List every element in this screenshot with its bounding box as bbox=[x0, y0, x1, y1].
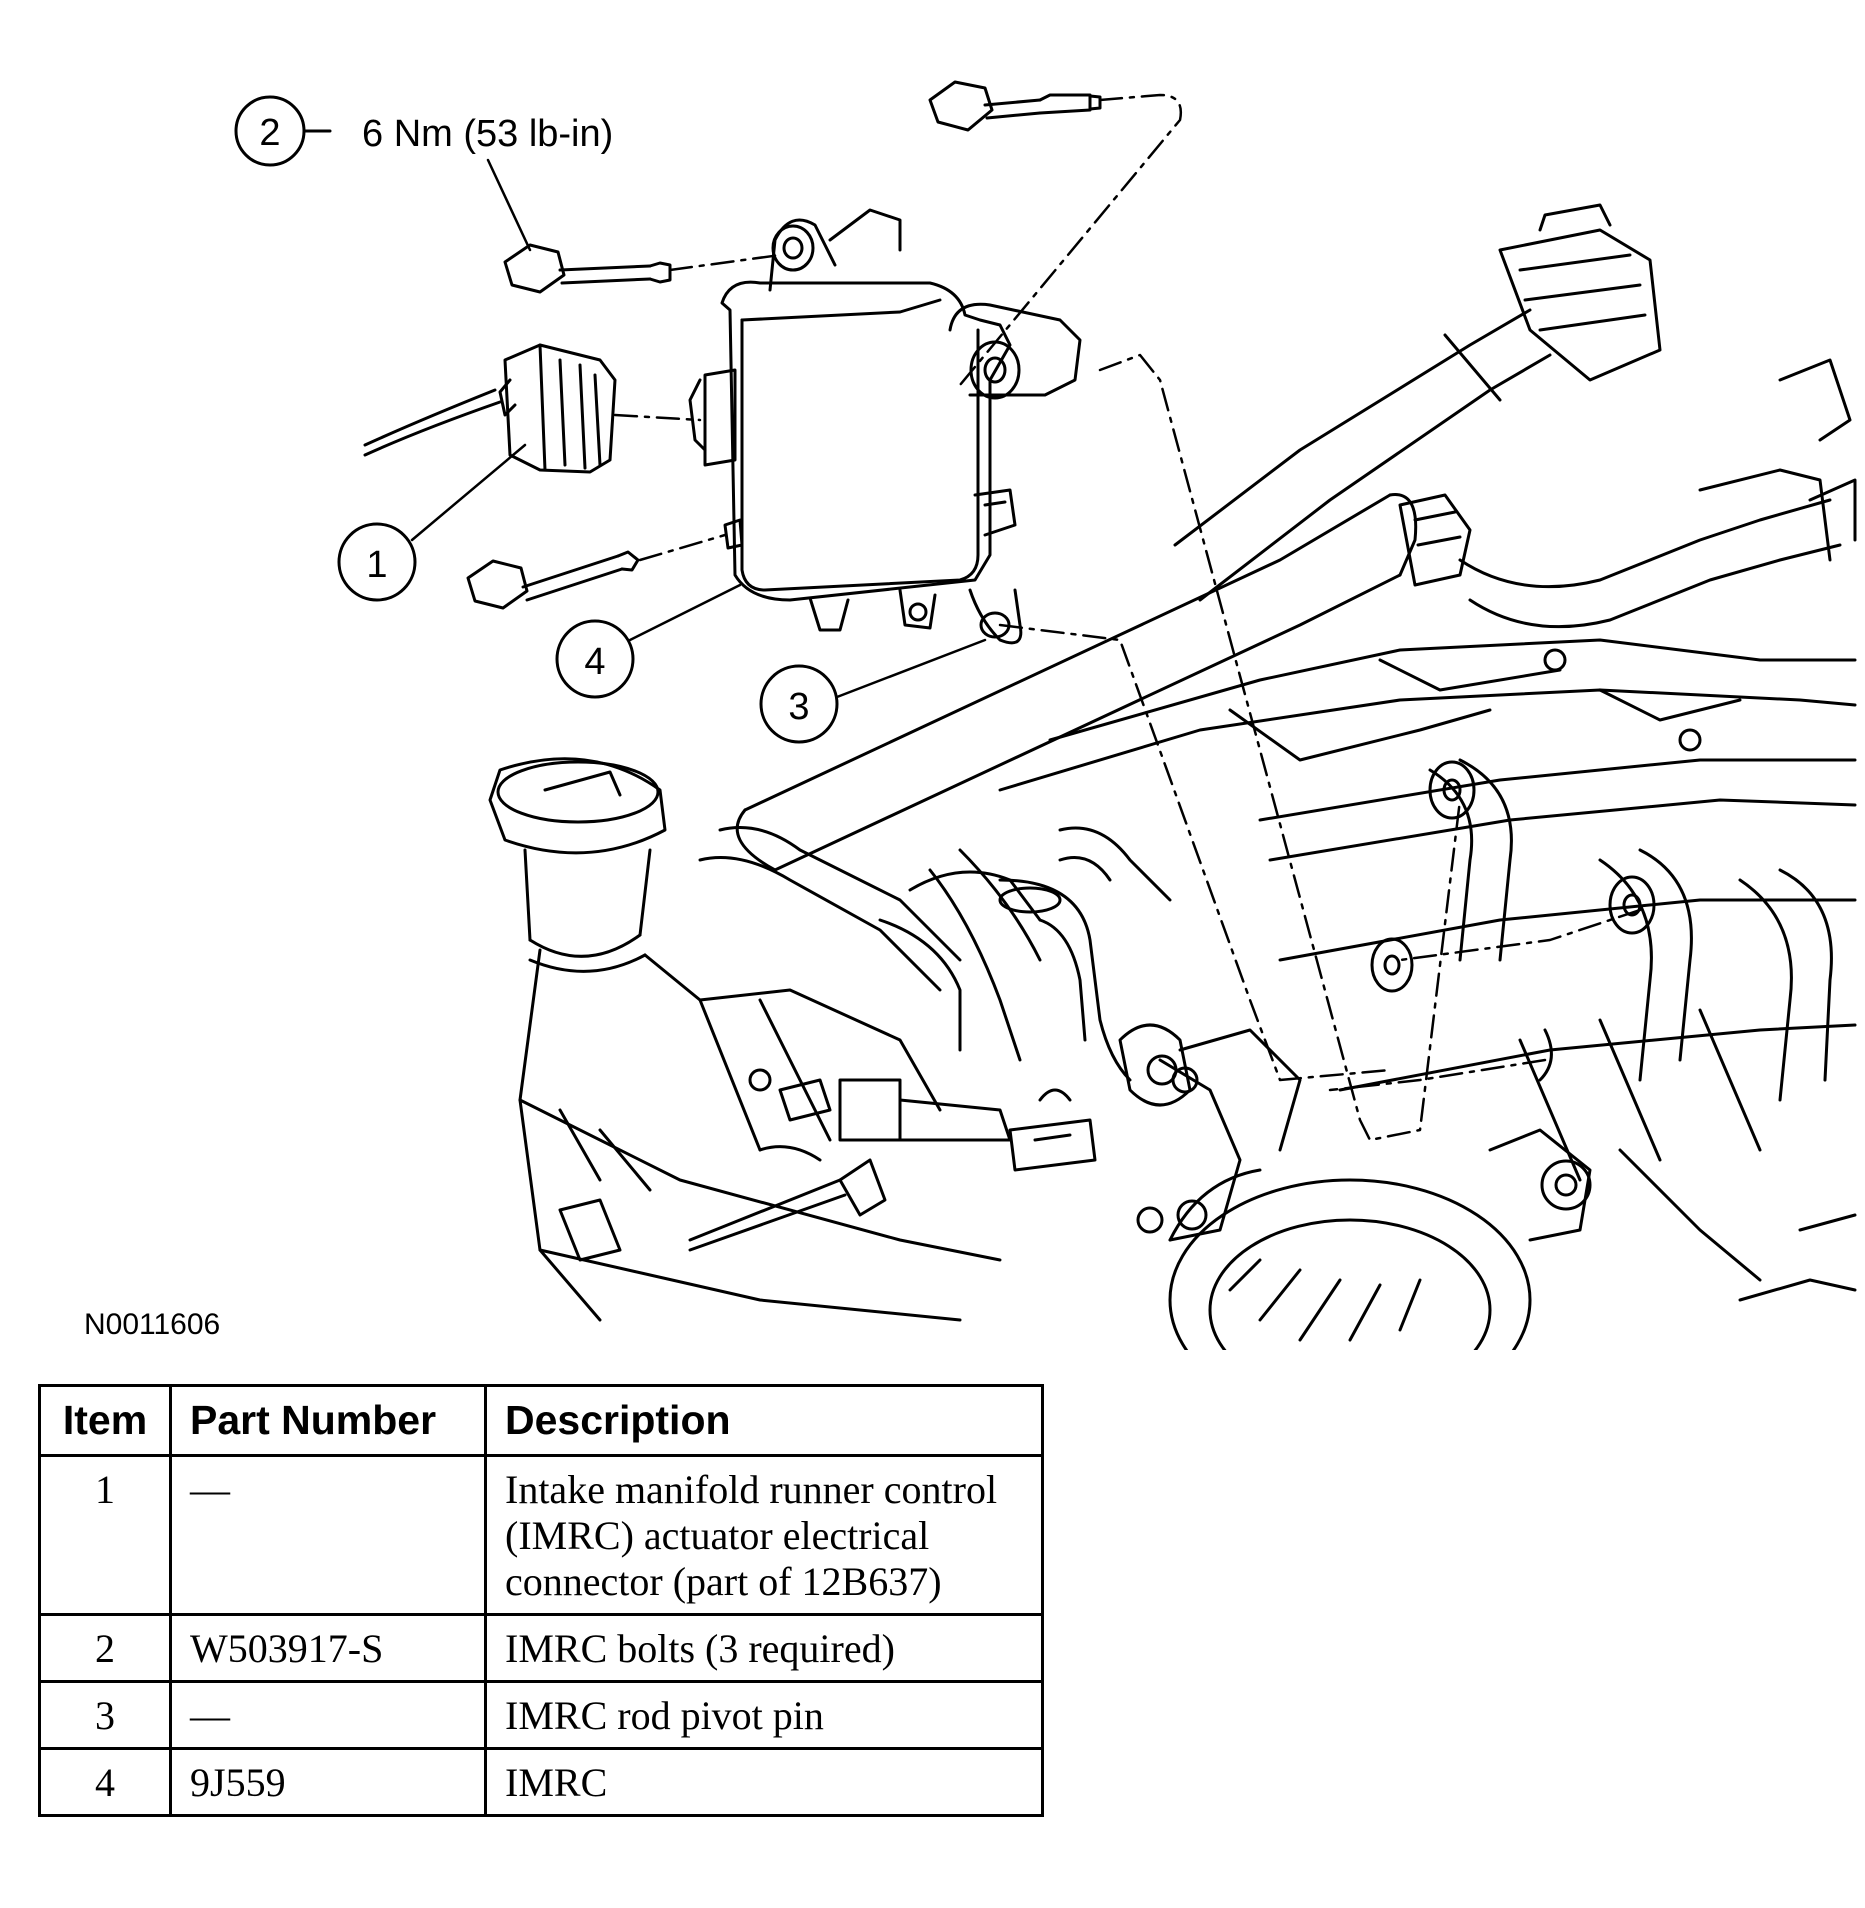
cell-item: 3 bbox=[38, 1680, 172, 1750]
cell-description: IMRC bbox=[484, 1747, 1044, 1817]
cell-description: Intake manifold runner control (IMRC) ac… bbox=[484, 1454, 1044, 1616]
cell-part-number: — bbox=[169, 1680, 487, 1750]
cell-item: 1 bbox=[38, 1454, 172, 1616]
imrc-actuator bbox=[688, 208, 1082, 645]
cell-description: IMRC bolts (3 required) bbox=[484, 1613, 1044, 1683]
callout-3-label: 3 bbox=[788, 686, 809, 728]
table-row: 2 W503917-S IMRC bolts (3 required) bbox=[38, 1613, 1044, 1683]
table-row: 1 — Intake manifold runner control (IMRC… bbox=[38, 1454, 1044, 1616]
exploded-parts bbox=[363, 80, 1102, 645]
cell-description: IMRC rod pivot pin bbox=[484, 1680, 1044, 1750]
alternator bbox=[1168, 1178, 1532, 1350]
cell-part-number: W503917-S bbox=[169, 1613, 487, 1683]
header-part-number: Part Number bbox=[169, 1384, 487, 1457]
bolt-lower-left bbox=[466, 550, 640, 610]
callout-2-label: 2 bbox=[259, 112, 280, 154]
alignment-lines bbox=[613, 93, 1642, 1142]
cell-part-number: 9J559 bbox=[169, 1747, 487, 1817]
bolt-top bbox=[928, 80, 1102, 132]
callout-3-circle bbox=[759, 664, 839, 744]
cell-item: 2 bbox=[38, 1613, 172, 1683]
table-row: 3 — IMRC rod pivot pin bbox=[38, 1680, 1044, 1750]
callout-1-circle bbox=[337, 522, 417, 602]
callouts: 2 6 Nm (53 lb-in) 1 4 3 bbox=[234, 95, 987, 744]
table-header-row: Item Part Number Description bbox=[38, 1384, 1044, 1457]
cell-part-number: — bbox=[169, 1454, 487, 1616]
figure-reference-code: N0011606 bbox=[84, 1308, 221, 1341]
callout-4-circle bbox=[555, 619, 635, 699]
header-description: Description bbox=[484, 1384, 1044, 1457]
header-item: Item bbox=[38, 1384, 172, 1457]
engine-background bbox=[488, 203, 1857, 1350]
callout-1-label: 1 bbox=[366, 544, 387, 586]
parts-legend-table: Item Part Number Description 1 — Intake … bbox=[38, 1384, 1044, 1817]
electrical-connector bbox=[363, 343, 617, 474]
exploded-view-illustration: 2 6 Nm (53 lb-in) 1 4 3 bbox=[234, 80, 1857, 1350]
oil-cap bbox=[488, 757, 667, 855]
callout-4-label: 4 bbox=[584, 641, 605, 683]
table-row: 4 9J559 IMRC bbox=[38, 1747, 1044, 1817]
bolt-upper-left bbox=[503, 243, 672, 294]
cell-item: 4 bbox=[38, 1747, 172, 1817]
torque-spec-label: 6 Nm (53 lb-in) bbox=[362, 113, 613, 155]
